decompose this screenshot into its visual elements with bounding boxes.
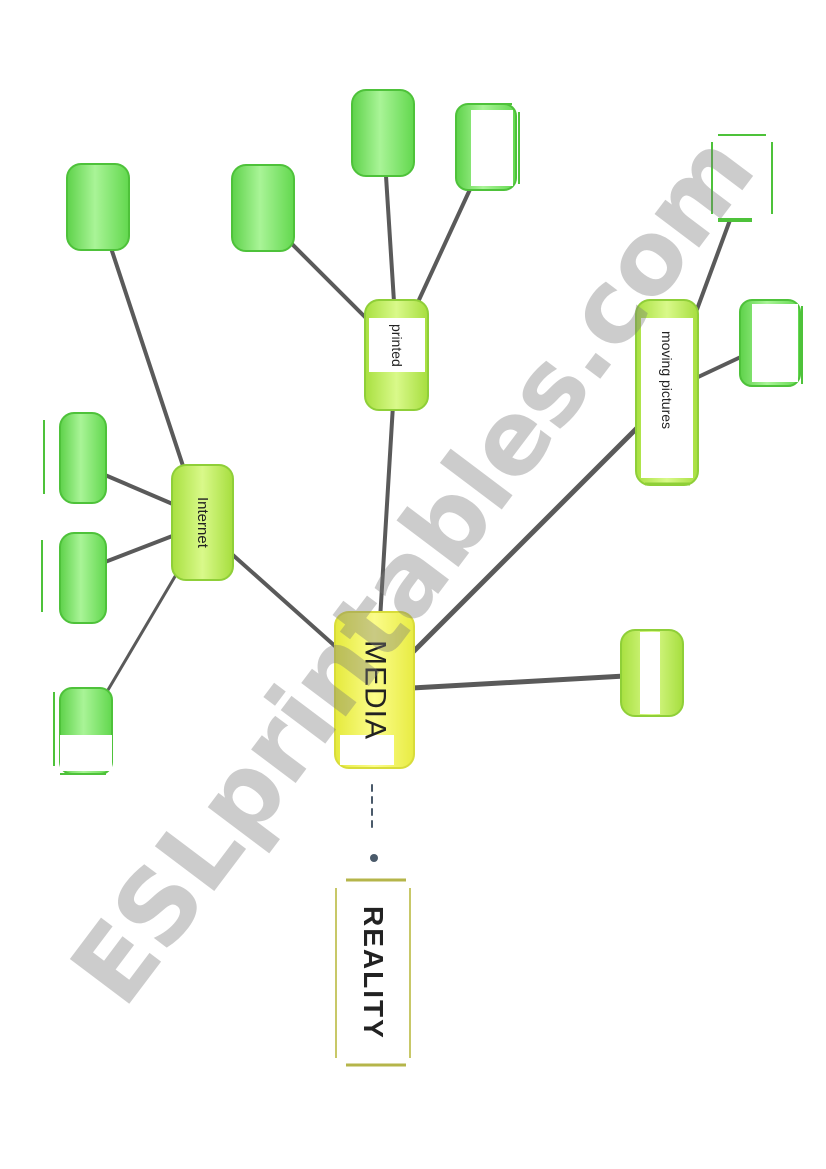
connector-internet-top	[108, 243, 187, 474]
printed-leaf-top	[351, 89, 415, 177]
printed-label: printed	[389, 323, 405, 367]
connector-media-printed	[378, 403, 395, 622]
connector-dot	[370, 854, 378, 862]
internet-label: Internet	[194, 497, 211, 548]
connector-media-moving-pictures	[407, 417, 648, 658]
moving-pictures-leaf-top	[712, 135, 772, 221]
connector-moving-pictures-right	[694, 353, 747, 380]
connector-internet-left2	[103, 533, 177, 564]
connector-printed-right	[416, 183, 474, 304]
connector-media-right-node	[409, 673, 628, 691]
media-node	[334, 611, 415, 769]
internet-leaf-upper	[59, 412, 107, 504]
connector-internet-left3	[103, 566, 182, 697]
internet-leaf-top	[66, 163, 130, 251]
connector-moving-pictures-top	[694, 218, 732, 314]
media-label: MEDIA	[358, 639, 392, 740]
connector-internet-left1	[103, 473, 177, 507]
reality-label: REALITY	[358, 905, 389, 1040]
internet-leaf-middle	[59, 532, 107, 624]
connector-printed-left	[286, 238, 372, 324]
printed-leaf-left	[231, 164, 295, 252]
reality-node	[336, 880, 410, 1065]
connector-printed-top	[384, 174, 396, 304]
moving-pictures-label: moving pictures	[659, 331, 675, 430]
internet-node	[171, 464, 234, 581]
connector-media-internet	[223, 546, 347, 657]
